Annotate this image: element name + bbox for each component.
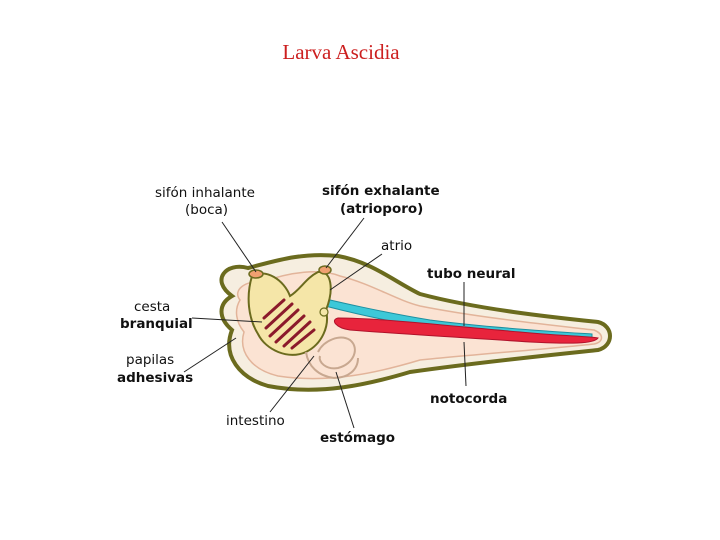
- label-sifon-inhalante: sifón inhalante: [155, 185, 255, 201]
- label-boca: (boca): [185, 202, 228, 218]
- label-pointers: [183, 217, 467, 429]
- label-estomago: estómago: [320, 430, 395, 446]
- notochord: [334, 317, 599, 344]
- stomach: [317, 336, 356, 370]
- label-notocorda: notocorda: [430, 391, 507, 407]
- label-intestino: intestino: [226, 413, 285, 429]
- label-sifon-exhalante: sifón exhalante: [322, 183, 440, 199]
- label-atrioporo: (atrioporo): [340, 201, 423, 217]
- exhalant-siphon-opening: [318, 265, 332, 275]
- atrium-small-organ: [319, 307, 329, 317]
- label-tubo-neural: tubo neural: [427, 266, 515, 282]
- branchial-stripes: [262, 298, 316, 350]
- inhalant-siphon-opening: [248, 269, 264, 279]
- label-branquial: branquial: [120, 316, 193, 332]
- label-papilas: papilas: [126, 352, 174, 368]
- slide-title: Larva Ascidia: [282, 40, 400, 64]
- label-atrio: atrio: [381, 238, 412, 254]
- label-cesta: cesta: [134, 299, 170, 315]
- label-adhesivas: adhesivas: [117, 370, 193, 386]
- intestine: [305, 351, 359, 380]
